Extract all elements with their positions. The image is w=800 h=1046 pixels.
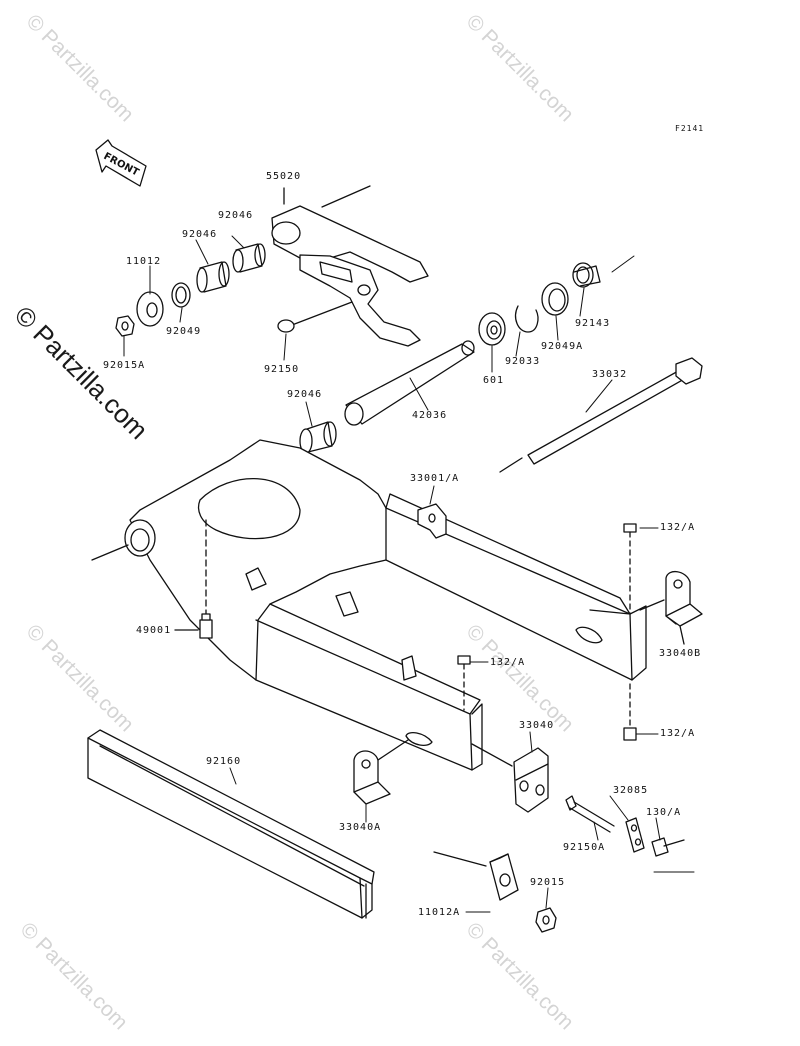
- oil-seal-92049-part: [171, 282, 191, 308]
- block-11012a-part: [433, 851, 519, 901]
- part-label-49001: 49001: [136, 625, 172, 636]
- part-label-33040a: 33040A: [339, 822, 382, 833]
- bolt-132a-part: [623, 683, 637, 741]
- collar-11012-part: [136, 291, 164, 327]
- part-label-92049: 92049: [166, 326, 202, 337]
- part-label-32085: 32085: [613, 785, 649, 796]
- nut-92015-part: [535, 907, 557, 933]
- part-label-92015a: 92015A: [103, 360, 146, 371]
- bolt-132a-part: [457, 655, 471, 711]
- oil-seal-92049a-part: [541, 282, 569, 316]
- chain-slipper-92160-part: [87, 729, 375, 919]
- part-label-33032: 33032: [592, 369, 628, 380]
- circlip-92033-part: [514, 305, 539, 333]
- bearing-92046-part: [232, 243, 266, 273]
- grease-nipple-49001-part: [174, 519, 213, 639]
- bolt-130a-part: [651, 837, 685, 857]
- part-label-92015: 92015: [530, 877, 566, 888]
- part-label-601: 601: [483, 375, 505, 386]
- part-label-92033: 92033: [505, 356, 541, 367]
- bracket-33040b-part: [639, 571, 703, 645]
- part-label-42036: 42036: [412, 410, 448, 421]
- part-label-92049a: 92049A: [541, 341, 584, 352]
- bracket-33040-part: [471, 743, 549, 813]
- part-label-92150: 92150: [264, 364, 300, 375]
- part-label-92046: 92046: [182, 229, 218, 240]
- bearing-92046-part: [196, 261, 230, 293]
- figure-code: F2141: [675, 124, 705, 133]
- part-label-11012: 11012: [126, 256, 162, 267]
- part-label-92150a: 92150A: [563, 842, 606, 853]
- part-label-132a: 132/A: [490, 657, 526, 668]
- bolt-92150-part: [277, 301, 353, 333]
- part-label-33001a: 33001/A: [410, 473, 460, 484]
- bracket-33040a-part: [353, 739, 409, 805]
- pivot-shaft-33032-part: [499, 357, 703, 473]
- front-arrow-icon: FRONT: [95, 139, 147, 187]
- bolt-132a-part: [623, 523, 637, 615]
- sleeve-42036-part: [344, 340, 475, 426]
- swingarm-33001-part: [91, 439, 647, 771]
- bearing-92046-part: [299, 421, 337, 454]
- part-label-130a: 130/A: [646, 807, 682, 818]
- leader-lines: [123, 235, 695, 913]
- part-label-132a: 132/A: [660, 522, 696, 533]
- part-label-92160: 92160: [206, 756, 242, 767]
- part-label-132a: 132/A: [660, 728, 696, 739]
- part-label-92046: 92046: [218, 210, 254, 221]
- chain-guide-part: [271, 185, 429, 347]
- collar-92143-part: [572, 262, 601, 288]
- part-label-92046: 92046: [287, 389, 323, 400]
- plate-32085-part: [625, 817, 645, 853]
- part-label-92143: 92143: [575, 318, 611, 329]
- part-label-33040: 33040: [519, 720, 555, 731]
- part-label-33040b: 33040B: [659, 648, 702, 659]
- part-label-11012a: 11012A: [418, 907, 461, 918]
- nut-92015a-part: [115, 315, 135, 337]
- ball-bearing-601-part: [478, 312, 506, 346]
- part-label-55020: 55020: [266, 171, 302, 182]
- adjuster-bolt-92150a-part: [565, 795, 615, 833]
